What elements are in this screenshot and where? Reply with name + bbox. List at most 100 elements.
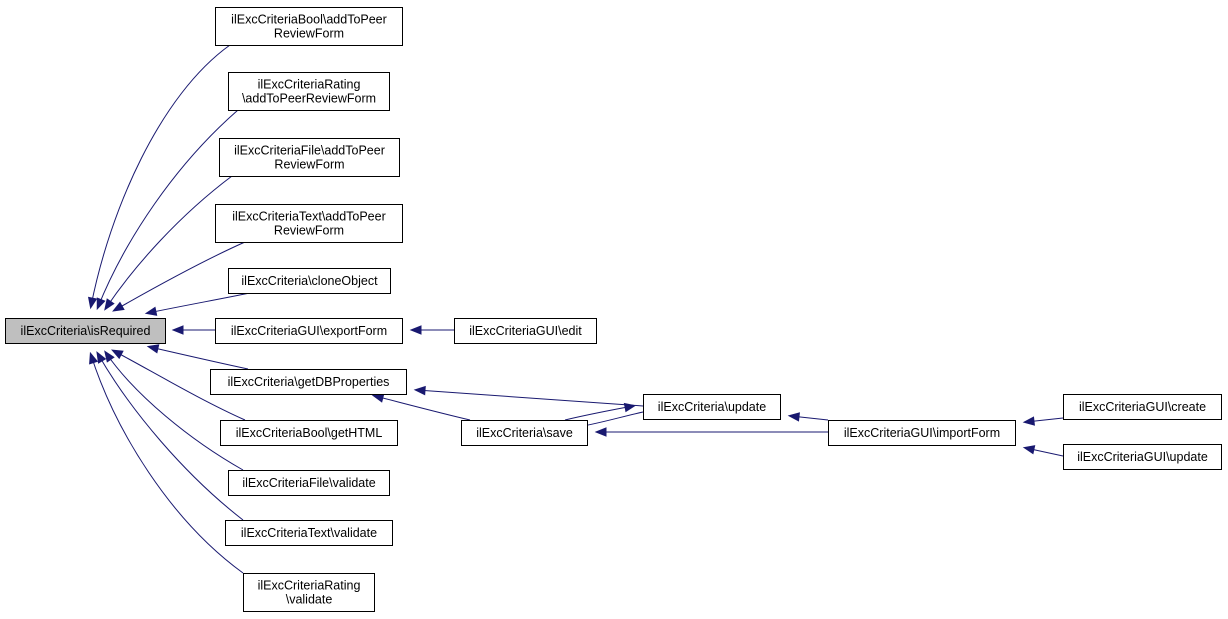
node-label: ilExcCriteriaRating: [258, 579, 361, 593]
node-label: ReviewForm: [274, 224, 344, 238]
node-box: [220, 420, 398, 446]
arrowhead: [88, 296, 98, 310]
node-label: ReviewForm: [274, 158, 344, 172]
node-label: ilExcCriteriaRating: [258, 78, 361, 92]
arrowhead: [96, 297, 106, 311]
edge-textAdd-to-isRequired: [112, 241, 246, 312]
arrowhead: [1022, 416, 1035, 426]
node-box: [5, 318, 166, 344]
node-box: [243, 573, 375, 612]
node-box: [461, 420, 588, 446]
node-cloneObject[interactable]: ilExcCriteria\cloneObject: [228, 268, 391, 294]
arrowhead: [104, 298, 115, 311]
node-fileAdd[interactable]: ilExcCriteriaFile\addToPeerReviewForm: [219, 138, 400, 177]
node-label: ilExcCriteriaText\validate: [241, 526, 377, 540]
node-label: ilExcCriteriaFile\validate: [242, 476, 375, 490]
node-textAdd[interactable]: ilExcCriteriaText\addToPeerReviewForm: [215, 204, 403, 243]
node-fileValidate[interactable]: ilExcCriteriaFile\validate: [228, 470, 390, 496]
node-box: [643, 394, 781, 420]
node-box: [228, 268, 391, 294]
node-box: [215, 204, 403, 243]
node-label: ilExcCriteriaGUI\exportForm: [231, 324, 387, 338]
node-box: [210, 369, 407, 395]
node-label: ilExcCriteriaGUI\importForm: [844, 426, 1000, 440]
arrowhead: [104, 350, 115, 363]
node-guiCreate[interactable]: ilExcCriteriaGUI\create: [1063, 394, 1222, 420]
nodes-layer: ilExcCriteria\isRequired ilExcCriteriaBoo…: [5, 7, 1222, 612]
edge-exportForm-to-isRequired: [171, 325, 215, 335]
arrowhead: [413, 385, 426, 396]
node-label: ilExcCriteria\save: [476, 426, 573, 440]
node-box: [228, 470, 390, 496]
arrowhead: [89, 351, 99, 365]
node-importForm[interactable]: ilExcCriteriaGUI\importForm: [828, 420, 1016, 446]
edge-fileAdd-to-isRequired: [104, 175, 233, 311]
arrowhead: [409, 325, 422, 335]
node-label: ilExcCriteriaGUI\update: [1077, 450, 1208, 464]
node-label: ilExcCriteriaBool\getHTML: [236, 426, 383, 440]
node-box: [219, 138, 400, 177]
node-label: ReviewForm: [274, 27, 344, 41]
node-box: [828, 420, 1016, 446]
node-label: ilExcCriteriaGUI\create: [1079, 400, 1206, 414]
edge-textValidate-to-isRequired: [96, 351, 244, 521]
node-label: ilExcCriteriaText\addToPeer: [232, 210, 386, 224]
node-guiUpdate[interactable]: ilExcCriteriaGUI\update: [1063, 444, 1222, 470]
arrowhead: [144, 306, 158, 316]
arrowhead: [371, 393, 385, 403]
node-label: \addToPeerReviewForm: [242, 92, 376, 106]
edge-cloneObject-to-isRequired: [144, 292, 251, 316]
edge-importForm-to-update: [787, 412, 829, 422]
edge-guiUpdate-to-importForm: [1022, 445, 1064, 457]
node-exportForm[interactable]: ilExcCriteriaGUI\exportForm: [215, 318, 403, 344]
arrowhead: [112, 301, 125, 312]
arrowhead: [1022, 445, 1036, 455]
node-getDBProps[interactable]: ilExcCriteria\getDBProperties: [210, 369, 407, 395]
node-box: [228, 72, 390, 111]
arrowhead: [146, 344, 160, 354]
arrowhead: [623, 402, 637, 413]
edge-ratingAdd-to-isRequired: [96, 109, 239, 311]
arrowhead: [96, 351, 107, 364]
arrowhead: [171, 325, 184, 335]
node-label: ilExcCriteria\update: [658, 400, 766, 414]
node-guiEdit[interactable]: ilExcCriteriaGUI\edit: [454, 318, 597, 344]
node-isRequired[interactable]: ilExcCriteria\isRequired: [5, 318, 166, 344]
edge-guiEdit-to-exportForm: [409, 325, 454, 335]
edge-update-to-getDBProps: [413, 385, 644, 407]
node-label: ilExcCriteria\cloneObject: [241, 274, 378, 288]
edge-boolAdd-to-isRequired: [88, 44, 231, 310]
node-label: ilExcCriteriaBool\addToPeer: [231, 13, 387, 27]
node-textValidate[interactable]: ilExcCriteriaText\validate: [225, 520, 393, 546]
node-ratingAdd[interactable]: ilExcCriteriaRating\addToPeerReviewForm: [228, 72, 390, 111]
node-boolAdd[interactable]: ilExcCriteriaBool\addToPeerReviewForm: [215, 7, 403, 46]
edge-getDBProps-to-isRequired: [146, 344, 249, 370]
node-label: ilExcCriteria\getDBProperties: [228, 375, 390, 389]
node-ratingValidate[interactable]: ilExcCriteriaRating\validate: [243, 573, 375, 612]
node-box: [225, 520, 393, 546]
edges-layer: [88, 44, 1064, 574]
node-save[interactable]: ilExcCriteria\save: [461, 420, 588, 446]
arrowhead: [787, 412, 800, 422]
node-label: ilExcCriteriaGUI\edit: [469, 324, 582, 338]
node-boolGetHTML[interactable]: ilExcCriteriaBool\getHTML: [220, 420, 398, 446]
node-label: ilExcCriteria\isRequired: [21, 324, 151, 338]
arrowhead: [111, 349, 124, 360]
node-box: [215, 318, 403, 344]
edge-fileValidate-to-isRequired: [104, 350, 244, 471]
arrowhead: [594, 427, 607, 437]
edge-importForm-to-save: [594, 427, 828, 437]
node-box: [1063, 444, 1222, 470]
edge-guiCreate-to-importForm: [1022, 416, 1064, 426]
edge-save-to-update: [564, 402, 637, 421]
node-update[interactable]: ilExcCriteria\update: [643, 394, 781, 420]
node-box: [454, 318, 597, 344]
node-box: [215, 7, 403, 46]
edge-ratingValidate-to-isRequired: [89, 351, 244, 574]
edge-save-to-getDBProps: [371, 393, 471, 421]
node-box: [1063, 394, 1222, 420]
node-label: \validate: [286, 593, 333, 607]
node-label: ilExcCriteriaFile\addToPeer: [234, 144, 385, 158]
edge-boolGetHTML-to-isRequired: [111, 349, 246, 421]
